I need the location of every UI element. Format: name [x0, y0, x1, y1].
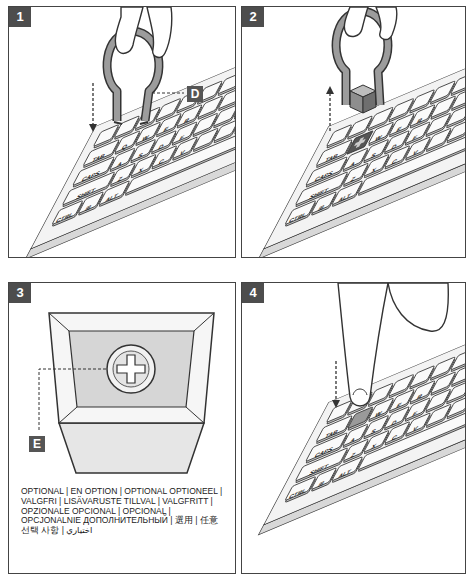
keyboard-keys — [258, 6, 466, 258]
keycap-rim — [49, 313, 214, 423]
cross-stem — [117, 355, 145, 383]
key-shape — [358, 406, 466, 470]
puller-hook — [114, 122, 148, 124]
callout-box: E — [29, 435, 45, 452]
callout-box: D — [187, 85, 203, 102]
thumb — [115, 7, 143, 53]
key-shape — [285, 476, 316, 500]
finger — [388, 283, 448, 331]
step-number-box: 4 — [242, 283, 264, 303]
step-panel: TABWERCAPSASDFSHIFTZXCVCTRL⊞ALT2 — [241, 6, 466, 258]
key-shape — [447, 119, 467, 141]
keyboard-case — [264, 6, 466, 249]
key-shape — [410, 104, 436, 126]
step-number: 1 — [9, 7, 31, 27]
step-number: 2 — [242, 7, 264, 27]
keyboard — [334, 408, 335, 409]
finger — [147, 7, 172, 57]
arrow-head — [332, 400, 340, 408]
motion-arrow — [329, 93, 330, 131]
keyboard — [334, 132, 335, 133]
key-shape — [451, 87, 466, 109]
keyboard-case — [264, 282, 466, 525]
stem-ring — [113, 351, 149, 387]
keyboard-keys — [258, 282, 466, 535]
key-shape — [52, 200, 83, 224]
key-shape — [451, 72, 466, 94]
step-panel: TABQWERCAPSASDFSHIFTZXCVCTRL⊞ALT1D — [8, 6, 236, 258]
key-shape — [358, 130, 466, 194]
key-shape — [125, 130, 236, 194]
step-2-art — [242, 7, 466, 258]
step-number: 3 — [9, 283, 31, 303]
key-shape — [218, 87, 236, 109]
finger — [376, 7, 397, 39]
step-4-art — [242, 283, 466, 574]
keycap-wall — [59, 423, 204, 473]
keycap-side — [363, 91, 376, 113]
key-shape — [332, 457, 363, 481]
key-shape — [332, 181, 363, 205]
leader-line — [39, 369, 106, 431]
motion-arrow — [92, 83, 93, 125]
keyboard-art — [241, 6, 466, 258]
step-panel: TABWERCAPSASDFSHIFTZXCVCTRL⊞ALT4 — [241, 282, 466, 574]
key-shape — [447, 395, 467, 417]
step-number: 4 — [242, 283, 264, 303]
stem-socket — [107, 345, 155, 393]
keyboard-keys — [25, 6, 236, 258]
key-shape — [234, 112, 236, 134]
motion-arrow — [335, 361, 336, 401]
key-shape — [405, 137, 431, 159]
key-shape — [99, 181, 130, 205]
arrow-head — [89, 124, 97, 132]
fingernail — [353, 389, 367, 395]
key-shape — [405, 413, 431, 435]
step-number-box: 1 — [9, 7, 31, 27]
callout-letter: D — [187, 86, 203, 102]
arrow-head — [326, 86, 334, 94]
key-shape — [234, 95, 236, 117]
keycap-cavity — [69, 331, 194, 407]
key-shape — [410, 380, 436, 402]
optional-note: OPTIONAL | EN OPTION | OPTIONAL OPTIONEE… — [21, 487, 227, 536]
note-box: OPTIONAL | EN OPTION | OPTIONAL OPTIONEE… — [21, 487, 227, 536]
keyboard — [101, 132, 102, 133]
step-1-art — [9, 7, 236, 258]
key-shape — [285, 200, 316, 224]
key-shape — [172, 137, 198, 159]
key-shape — [451, 348, 466, 370]
step-number-box: 2 — [242, 7, 264, 27]
key-shape — [177, 104, 203, 126]
step-panel: 3E OPTIONAL | EN OPTION | OPTIONAL OPTION… — [8, 282, 236, 574]
thumb — [344, 7, 368, 36]
finger — [338, 283, 388, 406]
leader-line — [152, 93, 184, 94]
key-shape — [234, 110, 236, 132]
key-shape — [218, 72, 236, 94]
keycap-edge — [49, 313, 214, 423]
switch-stem — [354, 139, 366, 147]
step-number-box: 3 — [9, 283, 31, 303]
keycap-side — [350, 91, 363, 113]
callout-letter: E — [29, 436, 45, 452]
keyboard-case — [31, 6, 236, 249]
key-shape — [451, 363, 466, 385]
